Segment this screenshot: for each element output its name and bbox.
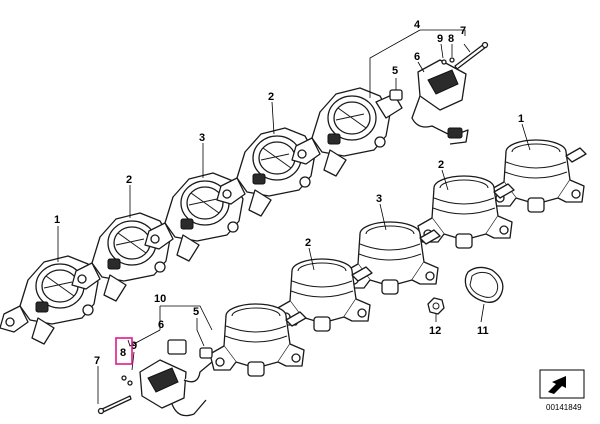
callout-2-left: 2 xyxy=(126,174,132,186)
callout-7-lower: 7 xyxy=(94,355,100,367)
fitting-5-upper xyxy=(389,89,403,101)
callout-3-left: 3 xyxy=(199,132,205,144)
throttle-housing-4-with-actuator xyxy=(291,87,403,177)
callout-11: 11 xyxy=(477,325,489,337)
intake-housing-1-right xyxy=(489,139,587,213)
callout-8-lower-highlighted: 8 xyxy=(120,347,126,359)
callout-5-upper: 5 xyxy=(392,65,398,77)
gasket-11 xyxy=(464,266,504,303)
actuator-motor-upper xyxy=(411,59,469,145)
fitting-5-lower xyxy=(199,347,213,359)
callout-1-left: 1 xyxy=(54,214,60,226)
callout-7-upper: 7 xyxy=(460,25,466,37)
bolt-7-upper xyxy=(454,41,489,70)
callout-2-right: 2 xyxy=(438,159,444,171)
callout-9-upper: 9 xyxy=(437,33,443,45)
callout-12: 12 xyxy=(429,325,441,337)
callout-9-lower: 9 xyxy=(131,340,137,352)
highlighted-part-box xyxy=(115,337,133,365)
callout-2-mid: 2 xyxy=(268,91,274,103)
actuator-motor-lower xyxy=(139,339,213,417)
throttle-housing-2-mid xyxy=(216,127,316,217)
throttle-housing-2-left xyxy=(71,212,171,302)
callout-1-right: 1 xyxy=(518,113,524,125)
leader-lines xyxy=(57,29,531,404)
callout-6-lower: 6 xyxy=(158,319,164,331)
callout-5-lower: 5 xyxy=(193,306,199,318)
nut-12 xyxy=(427,297,445,315)
arrow-icon xyxy=(539,369,585,399)
callout-6-upper: 6 xyxy=(414,51,420,63)
callout-2-lower: 2 xyxy=(305,237,311,249)
bolt-7-lower xyxy=(97,395,132,415)
washers-8-9-lower xyxy=(121,375,133,386)
callout-10: 10 xyxy=(154,293,166,305)
callout-4: 4 xyxy=(414,19,421,31)
reference-number: 00141849 xyxy=(546,403,582,412)
washers-8-9-upper xyxy=(441,57,455,65)
callout-3-right: 3 xyxy=(376,193,382,205)
callout-8-upper: 8 xyxy=(448,33,454,45)
